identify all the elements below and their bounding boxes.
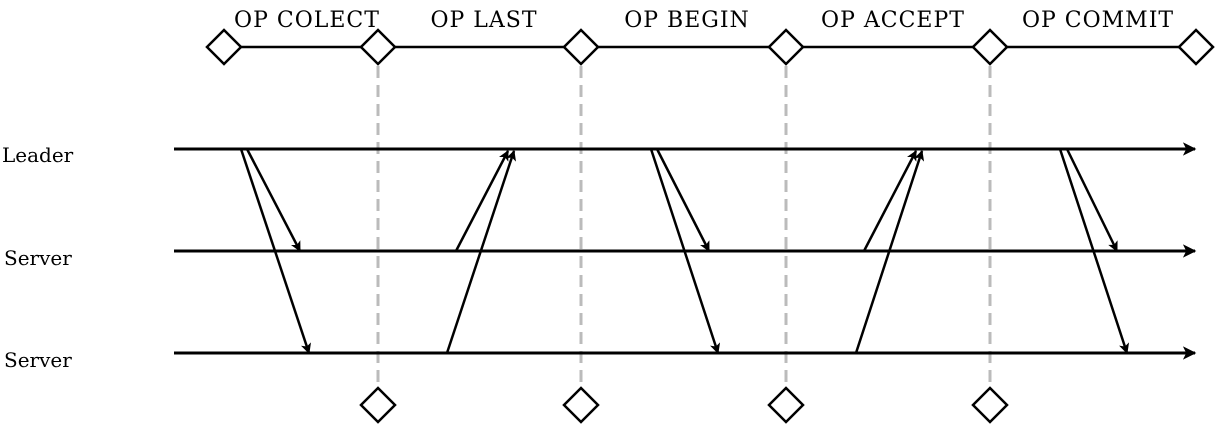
phase-boundary-markers [205,28,1215,66]
lane-label-leader: Leader [2,143,74,167]
phase-label-commit: OP COMMIT [1022,8,1174,33]
diamond-marker [971,386,1009,424]
phase-label-collect: OP COLECT [234,8,380,33]
message-arrow [1058,148,1130,354]
phase-end-markers [359,386,1009,424]
message-arrow [239,148,311,354]
message-arrow [454,150,510,252]
lane-label-server-1: Server [4,246,72,270]
diamond-marker [767,386,805,424]
diamond-marker [359,386,397,424]
diamond-marker [562,28,600,66]
phase-label-accept: OP ACCEPT [821,8,965,33]
message-arrow [1065,148,1119,252]
phase-dividers [376,47,992,405]
lane-label-server-2: Server [4,348,72,372]
message-arrow [649,148,721,354]
diamond-marker [1177,28,1215,66]
diamond-marker [562,386,600,424]
message-arrow [862,150,918,252]
message-arrow [854,150,925,354]
phase-labels: OP COLECT OP LAST OP BEGIN OP ACCEPT OP … [234,8,1174,33]
diamond-marker [767,28,805,66]
diamond-marker [971,28,1009,66]
message-arrow [655,148,711,252]
message-arrow [245,148,302,252]
messages [239,148,1130,354]
phase-label-last: OP LAST [430,8,537,33]
message-arrow [445,150,517,354]
diamond-marker [205,28,243,66]
diamond-marker [359,28,397,66]
phase-label-begin: OP BEGIN [624,8,750,33]
lane-labels: Leader Server Server [2,143,74,372]
